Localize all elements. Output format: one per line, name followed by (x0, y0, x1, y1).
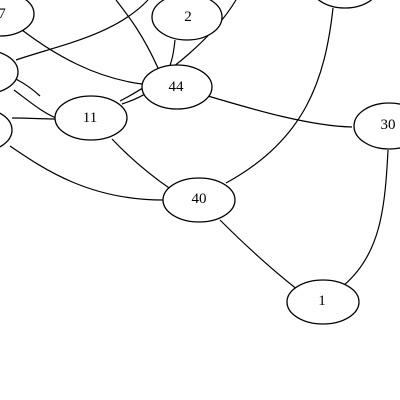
edge-b-11 (11, 117, 56, 120)
node-40[interactable]: 40 (162, 177, 236, 223)
node-unlabeled-left-lower[interactable] (0, 108, 13, 152)
node-label: 30 (381, 117, 396, 133)
edge-a-44 (15, 0, 149, 61)
edges (0, 0, 389, 291)
node-label: 11 (83, 110, 97, 126)
node-unlabeled-left-upper[interactable] (0, 50, 19, 94)
node-2[interactable]: 2 (151, 0, 223, 41)
edge-top-40 (225, 7, 334, 184)
node-11[interactable]: 11 (54, 95, 128, 141)
edge-44-up (115, 0, 159, 69)
node-7[interactable]: 7 (0, 0, 35, 37)
node-label: 1 (318, 293, 326, 309)
node-label: 7 (0, 6, 6, 22)
edge-30-1 (342, 149, 389, 287)
nodes: 7 2 44 11 40 30 (0, 0, 400, 325)
node-label: 40 (192, 191, 207, 207)
edge-a-11 (13, 89, 57, 119)
node-1[interactable]: 1 (286, 279, 360, 325)
node-label: 44 (169, 79, 185, 95)
edge-44-30 (207, 95, 353, 128)
node-30[interactable]: 30 (353, 102, 400, 150)
edge-11-up (119, 0, 237, 102)
node-unlabeled-top[interactable] (311, 0, 379, 9)
node-label: 2 (184, 9, 192, 25)
node-44[interactable]: 44 (141, 64, 213, 110)
edge-40-1 (219, 219, 299, 291)
edge-11-40 (111, 138, 173, 191)
edge-b-40 (9, 145, 164, 201)
edge-7-44 (21, 29, 143, 85)
